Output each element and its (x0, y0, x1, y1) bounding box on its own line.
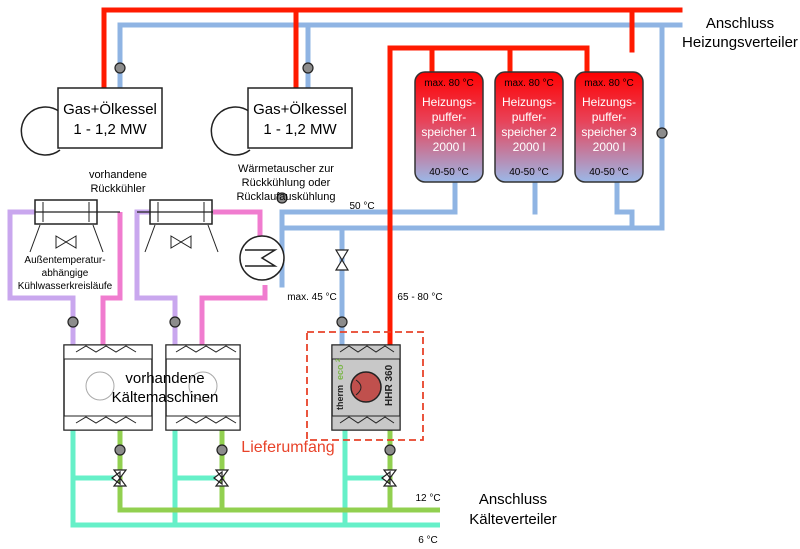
heating-connection-line2: Heizungsverteiler (682, 34, 798, 51)
tank-2-line1: Heizungs- (502, 95, 556, 109)
temp-12: 12 °C (415, 493, 440, 504)
cooling-circuit-1 (7, 209, 123, 345)
pump-icon (216, 444, 228, 456)
outdoor-temp-line3: Kühlwasserkreisläufe (18, 281, 113, 292)
buffer-tank-3: max. 80 °C Heizungs- puffer- speicher 3 … (574, 71, 644, 183)
tank-2-volume: 2000 l (513, 140, 546, 154)
boiler-2: Gas+Ölkessel 1 - 1,2 MW (210, 87, 353, 156)
boiler-1-line2: 1 - 1,2 MW (73, 121, 147, 138)
tank-1-line1: Heizungs- (422, 95, 476, 109)
temp-max45: max. 45 °C (287, 292, 337, 303)
heat-exchanger-line1: Wärmetauscher zur (238, 163, 334, 175)
tank-2-bottom-temp: 40-50 °C (509, 167, 549, 178)
tank-3-line1: Heizungs- (582, 95, 636, 109)
existing-coolers-line1: vorhandene (89, 169, 147, 181)
three-way-valve-icon (381, 469, 398, 487)
tank-3-line2: puffer- (592, 110, 626, 124)
heat-exchanger-line2: Rückkühlung oder (242, 177, 331, 189)
heat-pump-model: HHR 360 (384, 364, 395, 406)
cooling-connection-line1: Anschluss (479, 491, 547, 508)
chiller-1 (63, 344, 153, 431)
valve-symbols (111, 249, 398, 487)
buffer-tank-2: max. 80 °C Heizungs- puffer- speicher 2 … (494, 71, 564, 183)
buffer-tank-1: max. 80 °C Heizungs- puffer- speicher 1 … (414, 71, 484, 183)
three-way-valve-icon (213, 469, 230, 487)
pump-icon (67, 316, 79, 328)
pump-icon (302, 62, 314, 74)
chillers-line2: Kältemaschinen (112, 389, 219, 406)
two-way-valve-icon (334, 249, 350, 271)
cooling-connection-line2: Kälteverteiler (469, 511, 557, 528)
heat-exchanger (239, 235, 285, 281)
dry-cooler-1 (29, 199, 120, 253)
tank-1-line3: speicher 1 (421, 125, 477, 139)
outdoor-temp-line1: Außentemperatur- (24, 255, 105, 266)
tank-1-bottom-temp: 40-50 °C (429, 167, 469, 178)
dry-cooler-2 (137, 199, 219, 253)
tank-2-line3: speicher 2 (501, 125, 557, 139)
heat-pump-hhr360: therm eco 2 HHR 360 (306, 331, 424, 441)
tank-1-line2: puffer- (432, 110, 466, 124)
pump-icon (336, 316, 348, 328)
three-way-valve-icon (111, 469, 128, 487)
cooling-circuit-2 (134, 209, 268, 345)
heating-supply-pipes (101, 7, 683, 348)
pump-icon (114, 444, 126, 456)
heating-connection-line1: Anschluss (706, 15, 774, 32)
tank-3-volume: 2000 l (593, 140, 626, 154)
pump-icon (169, 316, 181, 328)
temp-65-80: 65 - 80 °C (397, 292, 442, 303)
boiler-2-line1: Gas+Ölkessel (253, 100, 347, 118)
boiler-1: Gas+Ölkessel 1 - 1,2 MW (20, 87, 163, 156)
heat-pump-brand-a: therm (335, 385, 345, 410)
outdoor-temp-line2: abhängige (42, 268, 89, 279)
chillers-line1: vorhandene (125, 370, 204, 387)
boiler-2-line2: 1 - 1,2 MW (263, 121, 337, 138)
tank-1-volume: 2000 l (433, 140, 466, 154)
tank-2-top-temp: max. 80 °C (504, 78, 554, 89)
chiller-2 (165, 344, 241, 431)
pump-icon (276, 192, 288, 204)
boiler-1-line1: Gas+Ölkessel (63, 100, 157, 118)
temp-50: 50 °C (349, 201, 374, 212)
heat-pump-brand-b: eco (335, 364, 345, 380)
tank-3-top-temp: max. 80 °C (584, 78, 634, 89)
pump-icon (656, 127, 668, 139)
pump-symbols (67, 62, 668, 456)
pump-icon (384, 444, 396, 456)
tank-3-line3: speicher 3 (581, 125, 637, 139)
tank-1-top-temp: max. 80 °C (424, 78, 474, 89)
pump-icon (114, 62, 126, 74)
tank-2-line2: puffer- (512, 110, 546, 124)
heat-exchanger-line3: Rücklaufauskühlung (236, 191, 335, 203)
scope-of-delivery: Lieferumfang (241, 439, 334, 456)
heat-pump-brand-c: 2 (336, 358, 342, 362)
existing-coolers-line2: Rückkühler (90, 183, 145, 195)
temp-6: 6 °C (418, 535, 438, 546)
tank-3-bottom-temp: 40-50 °C (589, 167, 629, 178)
